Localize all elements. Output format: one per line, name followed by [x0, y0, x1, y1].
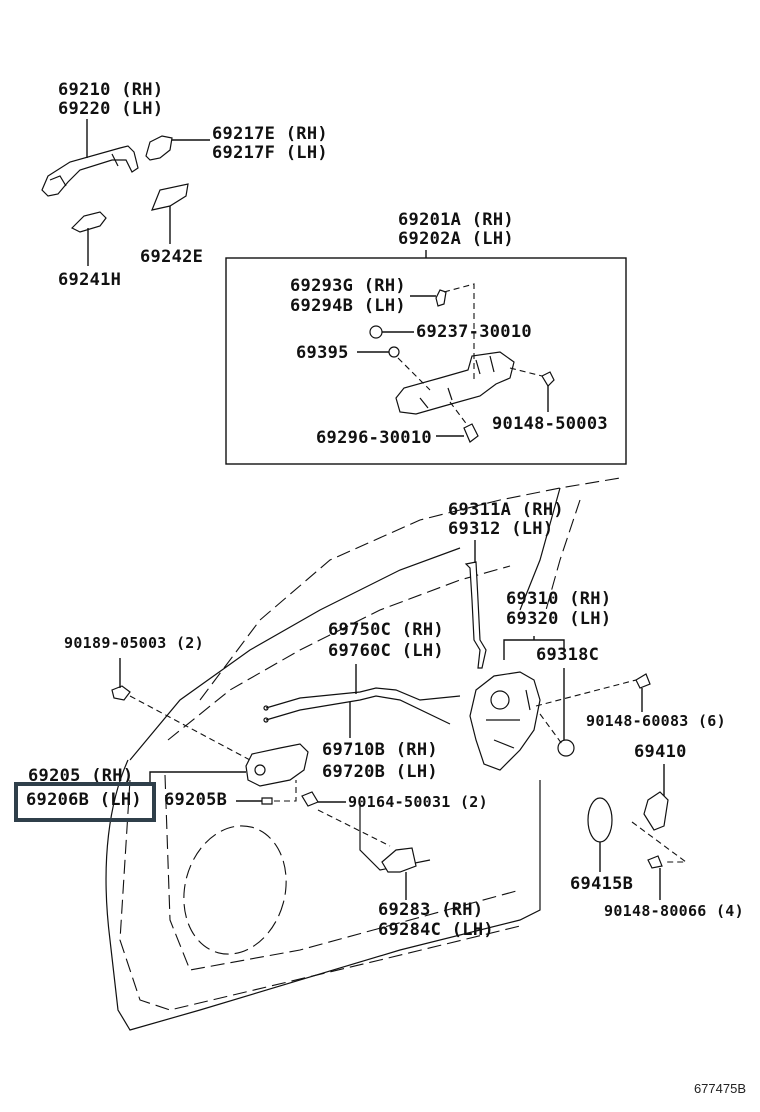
lock-assembly-drawing — [469, 671, 541, 771]
handle-frame-drawing — [395, 351, 515, 415]
inside-screw-drawing — [301, 791, 319, 807]
label-inside-handle-cap: 69205B — [164, 790, 228, 810]
frame-screw-drawing — [463, 423, 479, 443]
label-striker-plate: 69415B — [570, 874, 634, 894]
label-frame-screw: 69296-30010 — [316, 428, 432, 448]
label-clip-two: 90189-05003 (2) — [64, 634, 204, 652]
label-handle-cover-lh: 69217F (LH) — [212, 143, 328, 163]
striker-drawing — [643, 791, 669, 831]
frame-inner-part — [435, 289, 447, 307]
label-cable-lower-rh: 69710B (RH) — [322, 740, 438, 760]
pad-rear-drawing — [151, 183, 189, 211]
clip-two-drawing — [111, 685, 131, 701]
label-handle-cover-rh: 69217E (RH) — [212, 124, 328, 144]
label-lock-screw: 90148-60083 (6) — [586, 712, 726, 730]
label-lock-lh: 69320 (LH) — [506, 609, 612, 629]
label-cable-upper-rh: 69750C (RH) — [328, 620, 444, 640]
lock-screw-drawing — [635, 673, 651, 689]
label-pull-handle-rh: 69283 (RH) — [378, 900, 484, 920]
highlight-box — [14, 782, 156, 822]
leader-inside-handle — [149, 771, 246, 786]
drawing-code: 677475B — [693, 1081, 746, 1096]
label-grommet: 69237-30010 — [416, 322, 532, 342]
label-outside-handle-lh: 69220 (LH) — [58, 99, 164, 119]
label-lock-rh: 69310 (RH) — [506, 589, 612, 609]
label-frame-bolt: 90148-50003 — [492, 414, 608, 434]
label-frame-inner-lh: 69294B (LH) — [290, 296, 406, 316]
handle-cover-drawing — [145, 135, 173, 161]
rod-drawing — [464, 561, 487, 669]
clip-drawing — [388, 346, 400, 358]
striker-screw-drawing — [647, 855, 663, 869]
outside-handle-drawing — [41, 145, 139, 197]
inside-handle-drawing — [245, 743, 309, 787]
label-rod-lh: 69312 (LH) — [448, 519, 554, 539]
lock-cushion-drawing — [557, 739, 575, 757]
label-rod-rh: 69311A (RH) — [448, 500, 564, 520]
label-pad-rear: 69242E — [140, 247, 204, 267]
label-striker: 69410 — [634, 742, 687, 762]
label-lock-cushion: 69318C — [536, 645, 600, 665]
pull-handle-drawing — [381, 847, 417, 873]
label-outside-handle-rh: 69210 (RH) — [58, 80, 164, 100]
label-cable-lower-lh: 69720B (LH) — [322, 762, 438, 782]
label-frame-rh: 69201A (RH) — [398, 210, 514, 230]
label-inside-handle-lh: 69206B (LH) — [26, 790, 142, 810]
label-frame-inner-rh: 69293G (RH) — [290, 276, 406, 296]
label-inside-handle-screw: 90164-50031 (2) — [348, 793, 488, 811]
label-striker-screw: 90148-80066 (4) — [604, 902, 744, 920]
label-pull-handle-lh: 69284C (LH) — [378, 920, 494, 940]
frame-bolt-drawing — [541, 371, 555, 387]
label-cable-upper-lh: 69760C (LH) — [328, 641, 444, 661]
label-clip: 69395 — [296, 343, 349, 363]
cap-drawing — [261, 797, 273, 805]
cables-drawing — [263, 687, 461, 725]
striker-plate-drawing — [587, 797, 613, 843]
pad-front-drawing — [70, 211, 107, 233]
grommet-drawing — [369, 325, 383, 339]
label-pad-front: 69241H — [58, 270, 122, 290]
label-frame-lh: 69202A (LH) — [398, 229, 514, 249]
label-inside-handle-rh: 69205 (RH) — [28, 766, 134, 786]
